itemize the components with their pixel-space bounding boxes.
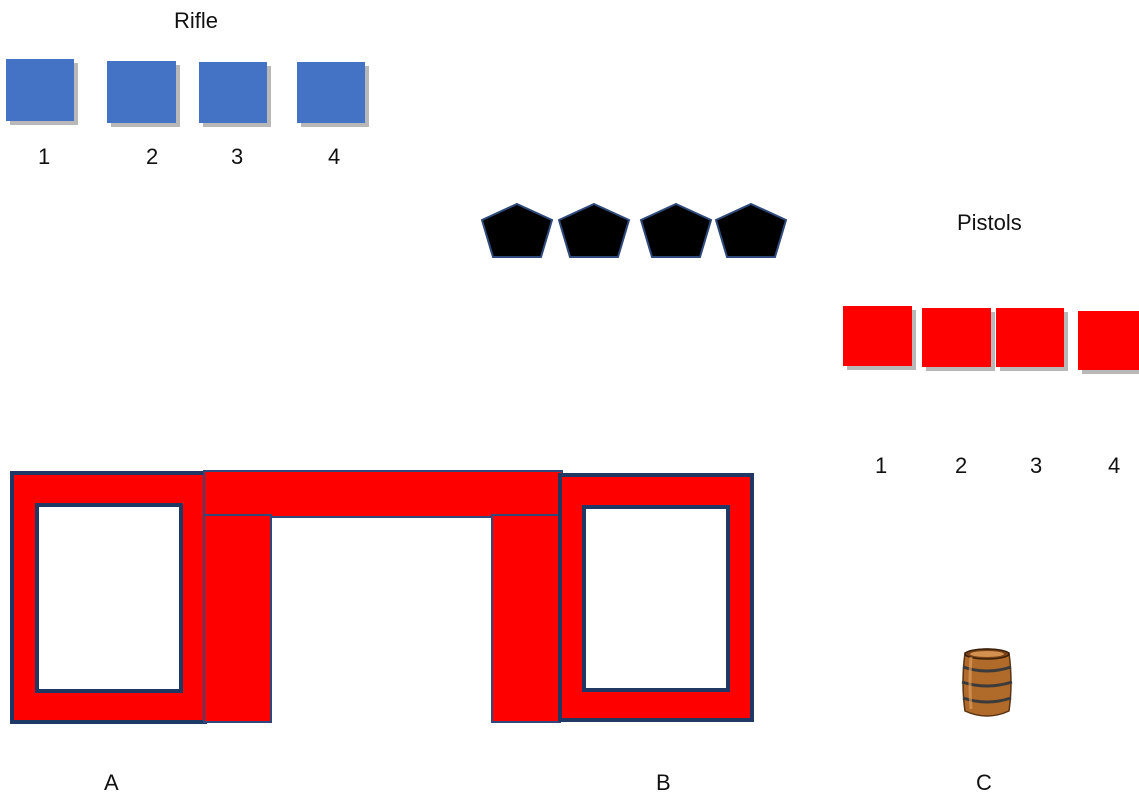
popper-1 <box>482 204 552 257</box>
structure-a <box>12 473 205 722</box>
left-leg <box>204 515 271 722</box>
label-c: C <box>976 772 992 794</box>
structure-b <box>560 475 752 720</box>
top-beam <box>204 471 562 517</box>
label-b: B <box>656 772 671 794</box>
label-a: A <box>104 772 119 794</box>
barrel-icon <box>962 649 1012 716</box>
popper-3 <box>641 204 711 257</box>
popper-2 <box>559 204 629 257</box>
popper-4 <box>716 204 786 257</box>
right-leg <box>492 515 560 722</box>
